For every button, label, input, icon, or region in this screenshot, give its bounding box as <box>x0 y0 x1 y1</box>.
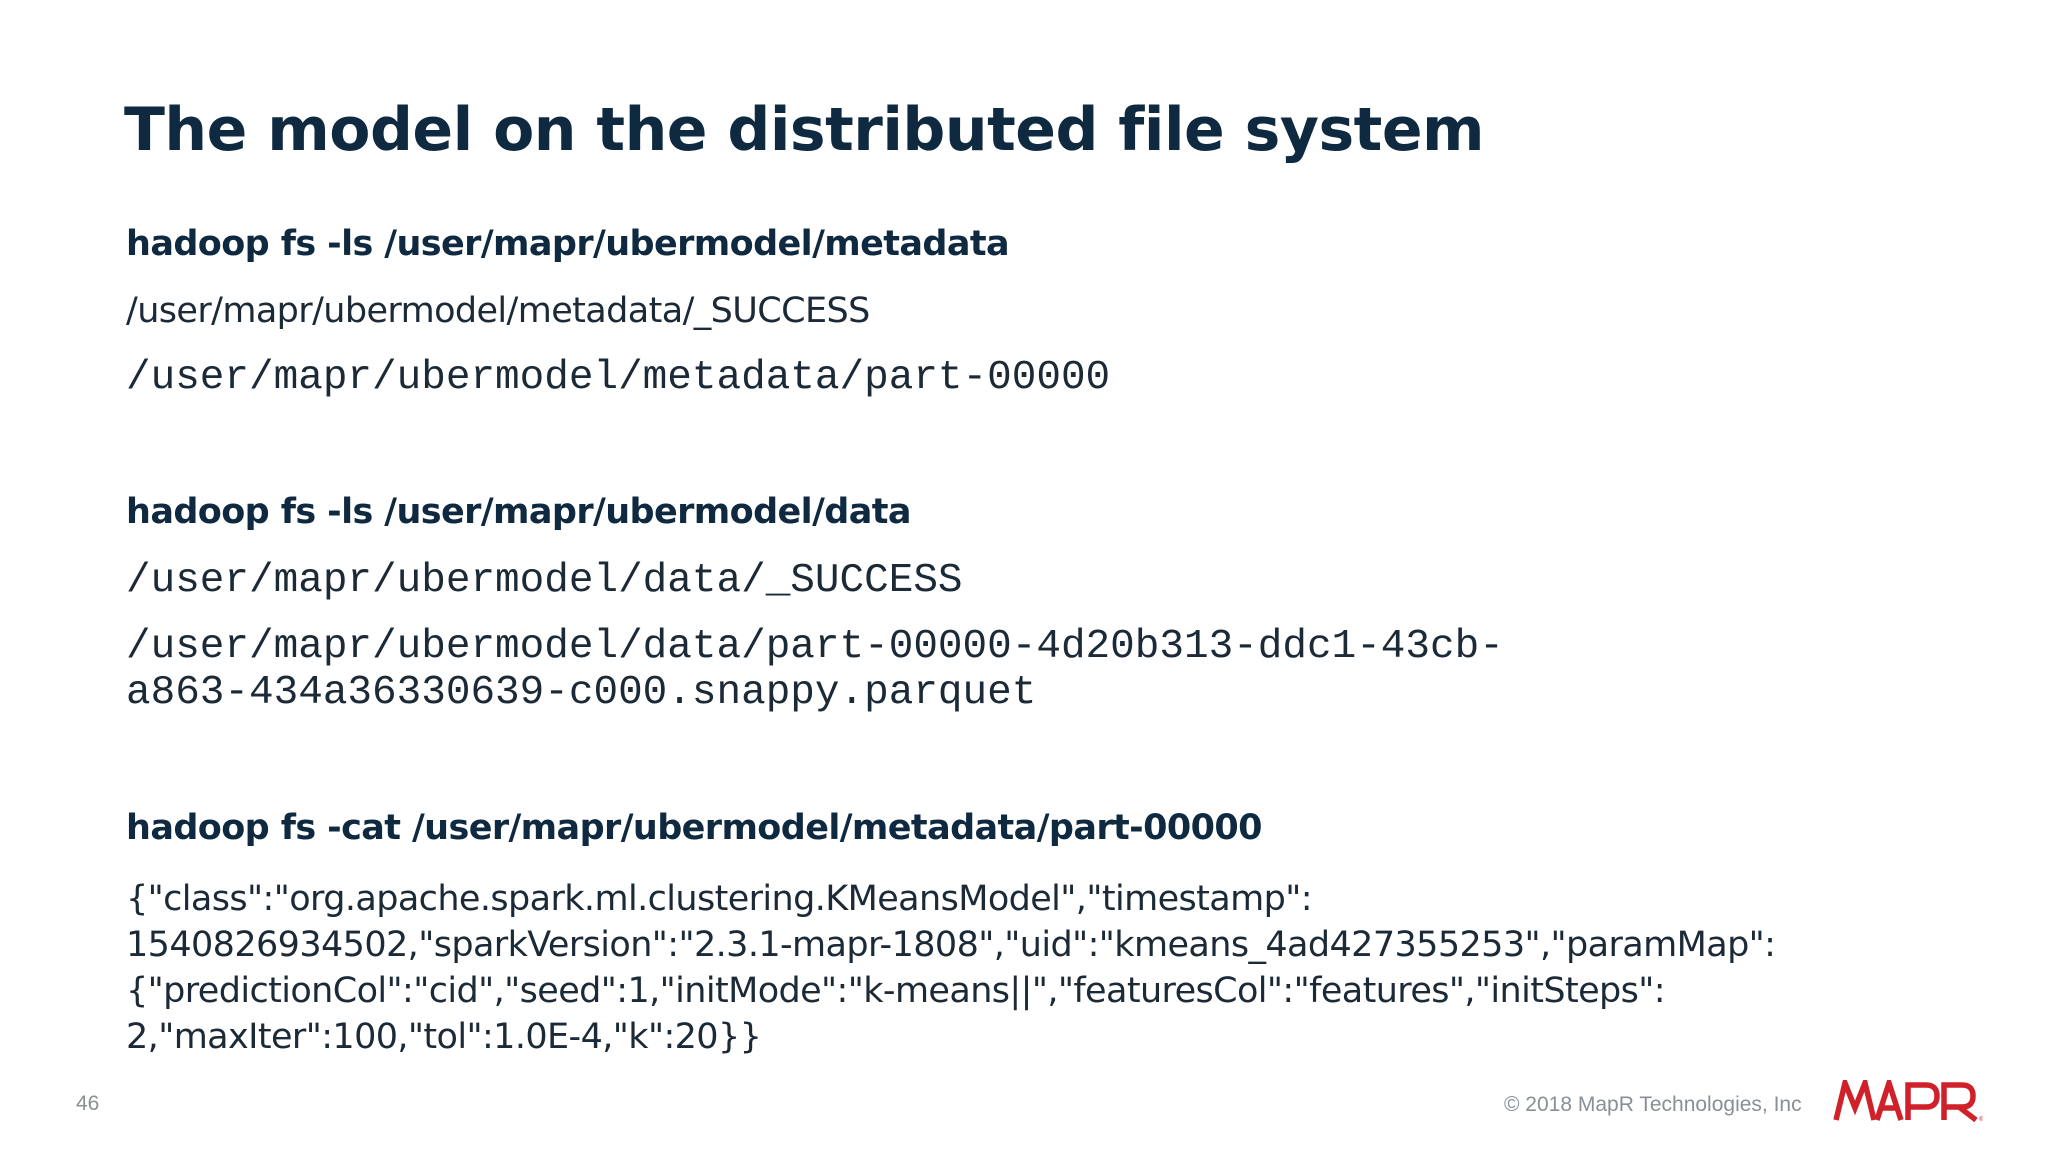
logo-registered-mark: ® <box>1979 1116 1983 1122</box>
page-number: 46 <box>76 1092 100 1115</box>
json-line: 1540826934502,"sparkVersion":"2.3.1-mapr… <box>126 925 1776 965</box>
json-line: {"predictionCol":"cid","seed":1,"initMod… <box>126 971 1666 1011</box>
output-data-success: /user/mapr/ubermodel/data/_SUCCESS <box>126 558 963 604</box>
output-data-parquet-line1: /user/mapr/ubermodel/data/part-00000-4d2… <box>126 624 1504 670</box>
json-output: {"class":"org.apache.spark.ml.clustering… <box>126 876 1956 1060</box>
json-line: {"class":"org.apache.spark.ml.clustering… <box>126 879 1313 919</box>
mapr-logo: ® <box>1833 1080 1983 1122</box>
output-data-parquet-line2: a863-434a36330639-c000.snappy.parquet <box>126 670 1037 716</box>
output-metadata-part: /user/mapr/ubermodel/metadata/part-00000 <box>126 355 1111 401</box>
copyright-notice: © 2018 MapR Technologies, Inc <box>1504 1093 1802 1116</box>
command-ls-metadata: hadoop fs -ls /user/mapr/ubermodel/metad… <box>126 224 1010 264</box>
command-ls-data: hadoop fs -ls /user/mapr/ubermodel/data <box>126 492 911 532</box>
json-line: 2,"maxIter":100,"tol":1.0E-4,"k":20}} <box>126 1017 762 1057</box>
slide-title: The model on the distributed file system <box>124 95 1485 165</box>
output-metadata-success: /user/mapr/ubermodel/metadata/_SUCCESS <box>126 291 870 331</box>
command-cat-metadata: hadoop fs -cat /user/mapr/ubermodel/meta… <box>126 808 1262 848</box>
